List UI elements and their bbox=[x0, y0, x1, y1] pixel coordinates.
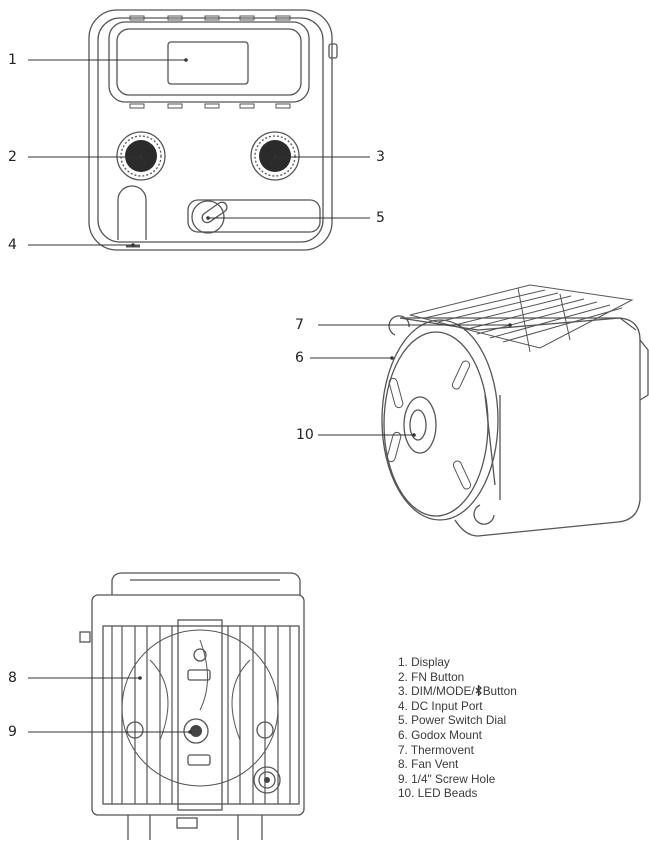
callout-7: 7 bbox=[295, 317, 304, 333]
led-beads bbox=[403, 396, 437, 454]
bluetooth-icon bbox=[475, 685, 482, 697]
legend-item: 2. FN Button bbox=[398, 669, 465, 684]
callout-2: 2 bbox=[8, 149, 17, 165]
fan-vent bbox=[102, 619, 300, 811]
callout-9: 9 bbox=[8, 724, 17, 740]
callout-8: 8 bbox=[8, 670, 17, 686]
callout-1: 1 bbox=[8, 52, 17, 68]
leader-lines bbox=[28, 59, 510, 733]
legend-item: 7. Thermovent bbox=[398, 742, 474, 757]
legend-item: 6. Godox Mount bbox=[398, 727, 482, 742]
legend-item-suffix: Button bbox=[482, 684, 517, 699]
callout-4: 4 bbox=[8, 237, 17, 253]
legend-item: 5. Power Switch Dial bbox=[398, 713, 507, 728]
legend-item: 9. 1/4" Screw Hole bbox=[398, 771, 496, 786]
callout-10: 10 bbox=[296, 427, 314, 443]
legend-item: 10. LED Beads bbox=[398, 786, 478, 801]
legend-item: 8. Fan Vent bbox=[398, 757, 459, 772]
callout-5: 5 bbox=[376, 210, 385, 226]
bottom-view bbox=[79, 572, 305, 840]
godox-mount bbox=[381, 315, 499, 525]
legend-item: 3. DIM/MODE/Button bbox=[398, 684, 517, 699]
callout-6: 6 bbox=[295, 350, 304, 366]
screw-hole bbox=[183, 718, 209, 744]
display bbox=[167, 41, 249, 85]
callout-3: 3 bbox=[376, 149, 385, 165]
front-view bbox=[381, 284, 649, 537]
legend-item-text: 3. DIM/MODE/ bbox=[398, 684, 475, 699]
parts-legend: 1. Display 2. FN Button 3. DIM/MODE/Butt… bbox=[398, 655, 517, 801]
back-view bbox=[88, 9, 338, 251]
legend-item: 4. DC Input Port bbox=[398, 698, 483, 713]
power-switch-dial bbox=[191, 200, 228, 234]
legend-item: 1. Display bbox=[398, 655, 450, 669]
